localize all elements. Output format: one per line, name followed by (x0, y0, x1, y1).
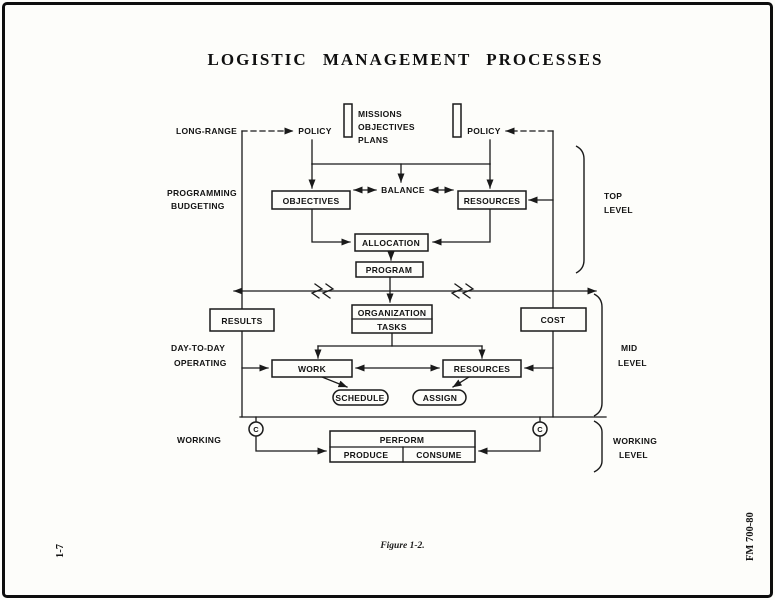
resources-mid-box-rect (442, 359, 522, 378)
programming-label: PROGRAMMING (167, 188, 237, 198)
consume-label: CONSUME (416, 450, 462, 460)
c-left-to-perform-arrow (255, 435, 327, 455)
plans-label: PLANS (358, 135, 388, 145)
connector-lines (233, 127, 607, 455)
objectives-box-rect (271, 190, 351, 210)
allocation-box: ALLOCATION (354, 233, 429, 252)
resources-mid-box-label: RESOURCES (454, 364, 511, 374)
figure-title: LOGISTIC MANAGEMENT PROCESSES (207, 50, 604, 69)
perform-label: PERFORM (380, 435, 425, 445)
objectives-box-label: OBJECTIVES (283, 196, 340, 206)
working-level-label-line1: WORKING (613, 436, 657, 446)
break-mark-icon (321, 283, 335, 299)
c-right-to-perform-arrow (478, 435, 541, 455)
break-mark-icon (310, 283, 324, 299)
mission-bar-left (343, 103, 353, 138)
program-box: PROGRAM (355, 261, 424, 278)
policy-right-label: POLICY (467, 126, 500, 136)
mid-level-label-line1: MID (621, 343, 637, 353)
cost-box: COST (520, 307, 587, 332)
c-left-label: C (253, 425, 259, 434)
working-level-brace (593, 420, 603, 473)
resources-to-assign-arrow (452, 376, 470, 388)
mission-bar-right (452, 103, 462, 138)
program-box-rect (355, 261, 424, 278)
allocation-box-rect (354, 233, 429, 252)
operating-label: OPERATING (174, 358, 227, 368)
page-number: 1-7 (55, 544, 66, 558)
day-to-day-label: DAY-TO-DAY (171, 343, 225, 353)
working-label: WORKING (177, 435, 221, 445)
organization-tasks-box: ORGANIZATION TASKS (351, 304, 433, 334)
policy-left-label: POLICY (298, 126, 331, 136)
tasks-label: TASKS (377, 322, 407, 332)
long-range-label: LONG-RANGE (176, 126, 237, 136)
level-braces (575, 145, 603, 473)
work-to-schedule-arrow (321, 376, 348, 388)
c-connector-left: C (248, 421, 264, 437)
figure-caption: Figure 1-2. (380, 541, 425, 551)
c-left-circle (248, 421, 264, 437)
produce-label: PRODUCE (344, 450, 389, 460)
missions-objectives-label: OBJECTIVES (358, 122, 415, 132)
resources-top-box-label: RESOURCES (464, 196, 521, 206)
results-box: RESULTS (209, 308, 275, 332)
schedule-oval-shape (332, 389, 389, 406)
resources-top-box: RESOURCES (457, 190, 527, 210)
balance-label: BALANCE (381, 185, 425, 195)
schedule-oval: SCHEDULE (332, 389, 389, 406)
results-box-rect (209, 308, 275, 332)
resources-top-box-rect (457, 190, 527, 210)
document-reference: FM 700-80 (745, 512, 756, 561)
mid-level-brace (593, 293, 603, 417)
work-box-rect (271, 359, 353, 378)
mid-level-label-line2: LEVEL (618, 358, 647, 368)
c-right-circle (532, 421, 548, 437)
assign-oval: ASSIGN (412, 389, 467, 406)
assign-label: ASSIGN (423, 393, 457, 403)
flow-boxes: OBJECTIVES RESOURCES ALLOCATION PROGRAM … (209, 190, 587, 463)
top-level-label-line2: LEVEL (604, 205, 633, 215)
objectives-box: OBJECTIVES (271, 190, 351, 210)
perform-box: PERFORM PRODUCE CONSUME (329, 430, 476, 463)
work-box: WORK (271, 359, 353, 378)
resources-to-allocation-arrow (432, 208, 491, 246)
results-box-label: RESULTS (221, 316, 262, 326)
allocation-box-label: ALLOCATION (362, 238, 420, 248)
assign-oval-shape (412, 389, 467, 406)
objectives-to-allocation-arrow (311, 208, 351, 246)
schedule-label: SCHEDULE (335, 393, 384, 403)
top-level-label-line1: TOP (604, 191, 622, 201)
break-mark-icon (450, 283, 464, 299)
diagram-labels: LONG-RANGE POLICY POLICY MISSIONS OBJECT… (167, 109, 657, 460)
missions-label: MISSIONS (358, 109, 402, 119)
break-mark-icon (461, 283, 475, 299)
cost-box-label: COST (541, 315, 566, 325)
c-right-label: C (537, 425, 543, 434)
cost-box-rect (520, 307, 587, 332)
top-level-brace (575, 145, 585, 274)
budgeting-label: BUDGETING (171, 201, 225, 211)
c-connector-right: C (532, 421, 548, 437)
organization-label: ORGANIZATION (358, 308, 427, 318)
working-level-label-line2: LEVEL (619, 450, 648, 460)
program-box-label: PROGRAM (366, 265, 413, 275)
resources-mid-box: RESOURCES (442, 359, 522, 378)
work-box-label: WORK (298, 364, 327, 374)
